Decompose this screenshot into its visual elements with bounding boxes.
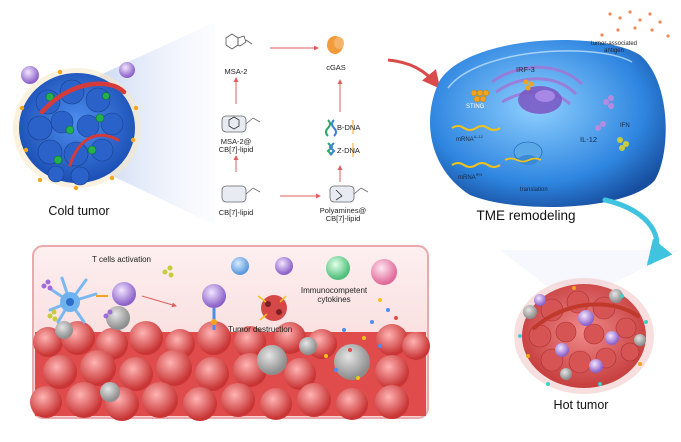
bdna-icon (325, 119, 354, 137)
msa2-complex-label-line2: CB[7]-lipid (218, 145, 254, 154)
cytokine-sphere-purple (275, 257, 293, 275)
mrna-il12-strand (451, 125, 501, 131)
cytokine-sphere-pink (371, 259, 397, 285)
arrow-to-cell (387, 58, 441, 89)
mrna-il12-label: mRNAIL-12 (456, 134, 483, 143)
ifn-label: IFN (620, 123, 630, 129)
msa2-label: MSA-2 (224, 67, 248, 76)
tumor-destruction-panel (30, 245, 430, 421)
irf3-label: IRF-3 (516, 65, 535, 74)
ifn-cluster (617, 137, 629, 151)
msa2-structure (225, 33, 253, 50)
translation-label: translation (520, 187, 548, 193)
irf3-icon (523, 79, 534, 91)
killer-t-cell-icon (202, 284, 226, 308)
cytokines-label-line1: Immunocompetent (300, 286, 368, 295)
tumor-cell-illustration (430, 40, 666, 207)
arrow-tcell-to-tumor (141, 295, 177, 308)
projection-fan-right (500, 250, 680, 290)
hot-tumor-illustration (514, 278, 654, 394)
bdna-label: B-DNA (337, 123, 361, 132)
hot-tumor-label: Hot tumor (553, 398, 609, 412)
mrna-ifn-label: mRNAIFN (458, 172, 483, 181)
polyamines-label-line1: Polyamines@ (319, 206, 367, 215)
cytokine-sphere-green (326, 256, 350, 280)
antigen-label-line2: antigen (604, 48, 624, 54)
cytokine-sphere-blue (231, 257, 249, 275)
cytokine-confetti (324, 298, 398, 380)
tumor-destruction-label: Tumor destruction (228, 325, 293, 334)
polyamines-label-line2: CB[7]-lipid (325, 214, 361, 223)
cb7-label: CB[7]-lipid (218, 208, 254, 217)
msa2-complex-structure (221, 115, 261, 133)
cb7-structure (221, 185, 261, 203)
sting-icon (470, 89, 490, 103)
antigen-label-line1: tumor-associated (590, 41, 638, 47)
dendritic-cell-icon (48, 276, 98, 324)
il12-cluster (595, 95, 614, 131)
msa2-complex-label-line1: MSA-2@ (220, 137, 252, 146)
cytokines-label-line2: cytokines (317, 295, 351, 304)
chemistry-panel (221, 33, 369, 203)
il12-label: IL-12 (580, 135, 598, 144)
cold-tumor-label: Cold tumor (48, 204, 110, 218)
polyamines-structure (329, 185, 369, 203)
cgas-icon (327, 36, 344, 54)
sting-label: STING (466, 104, 485, 110)
tumor-destruction-icon (257, 295, 287, 321)
antigen-dots (600, 10, 670, 38)
cgas-label: cGAS (326, 63, 346, 72)
t-cell-icon (112, 282, 136, 306)
zdna-icon (326, 142, 354, 157)
tumor-surface (30, 306, 430, 421)
tcell-activation-label: T cells activation (92, 255, 151, 264)
arrow-to-hot-tumor (602, 197, 673, 266)
zdna-label: Z-DNA (337, 146, 360, 155)
cold-tumor-illustration (13, 62, 141, 191)
mrna-ifn-strand (451, 162, 501, 168)
tme-remodeling-label: TME remodeling (476, 208, 576, 223)
